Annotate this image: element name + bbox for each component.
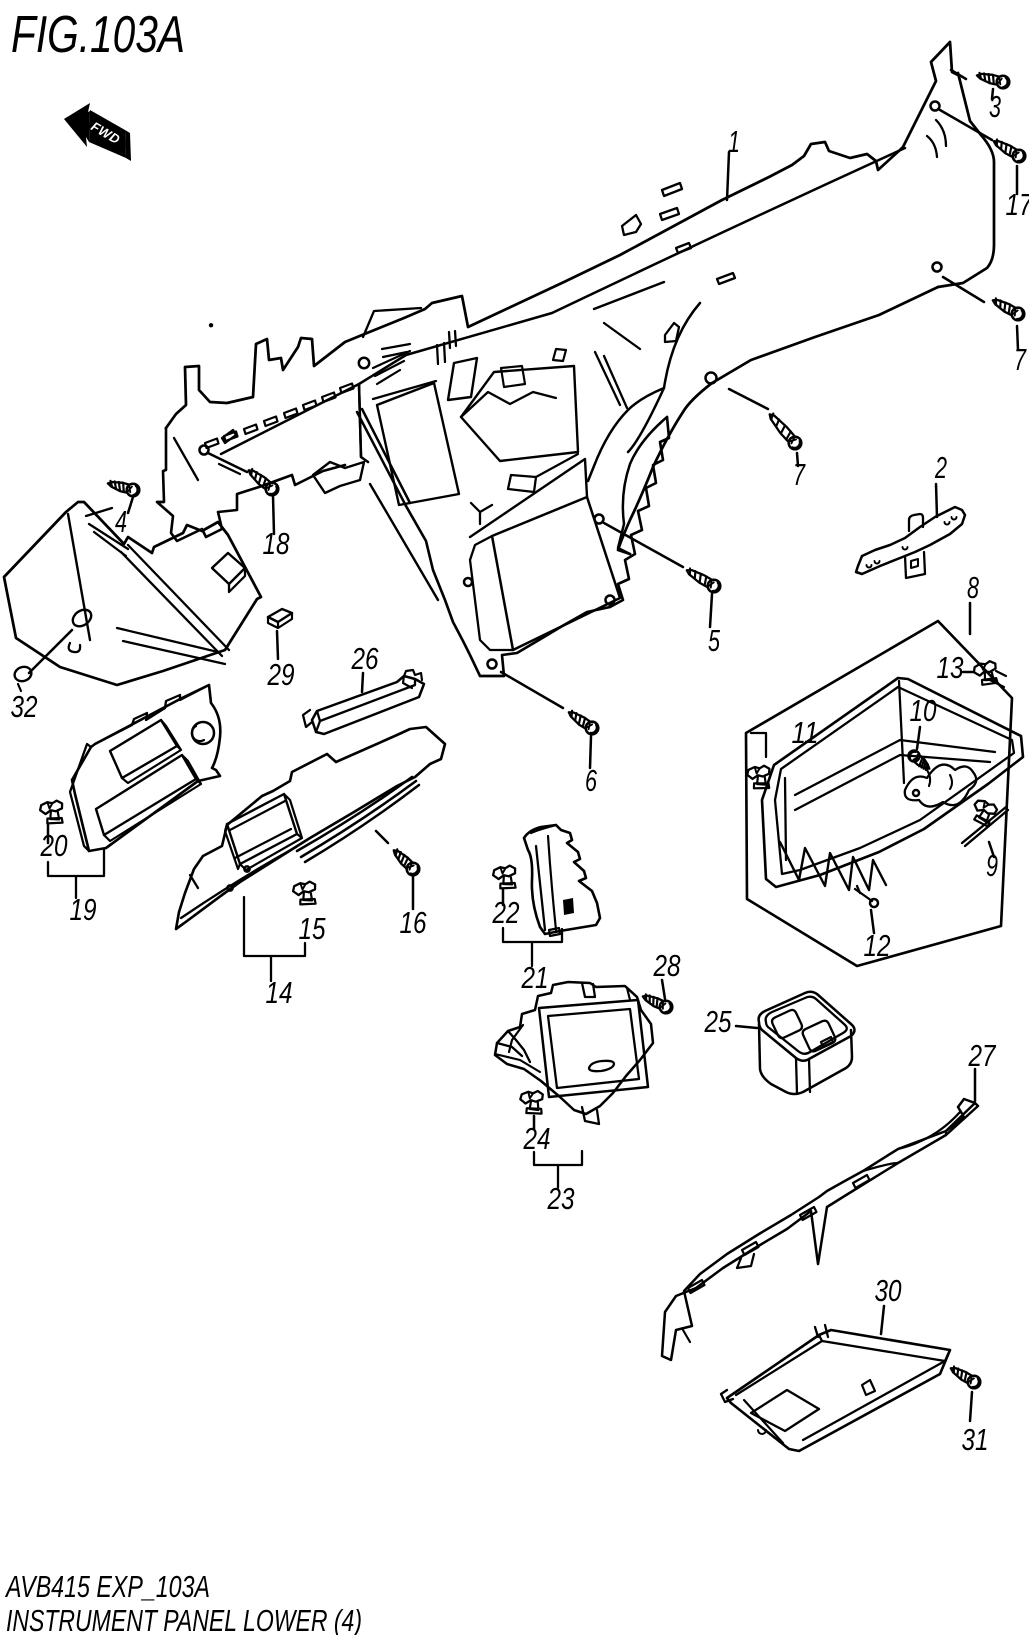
svg-text:7: 7 — [1014, 342, 1027, 377]
svg-text:22: 22 — [492, 895, 520, 930]
svg-text:14: 14 — [266, 975, 293, 1010]
svg-text:27: 27 — [968, 1038, 997, 1073]
svg-text:32: 32 — [11, 689, 38, 724]
svg-text:1: 1 — [728, 124, 740, 159]
svg-text:30: 30 — [875, 1273, 902, 1308]
svg-text:26: 26 — [351, 641, 379, 676]
svg-text:15: 15 — [299, 911, 327, 946]
svg-text:31: 31 — [962, 1422, 989, 1457]
svg-text:6: 6 — [585, 763, 598, 798]
svg-text:FIG.103A: FIG.103A — [11, 6, 185, 64]
svg-text:20: 20 — [40, 828, 68, 863]
svg-text:29: 29 — [267, 657, 295, 692]
svg-text:3: 3 — [989, 89, 1001, 124]
svg-text:10: 10 — [910, 693, 937, 728]
svg-text:24: 24 — [523, 1121, 551, 1156]
svg-text:13: 13 — [937, 650, 964, 685]
svg-text:5: 5 — [708, 623, 721, 658]
svg-text:23: 23 — [547, 1181, 575, 1216]
svg-text:8: 8 — [967, 570, 980, 605]
svg-text:AVB415 EXP_103A: AVB415 EXP_103A — [5, 1569, 210, 1604]
svg-text:18: 18 — [263, 526, 291, 561]
svg-text:17: 17 — [1006, 187, 1029, 222]
svg-text:11: 11 — [792, 715, 819, 750]
svg-text:9: 9 — [986, 848, 998, 883]
svg-text:7: 7 — [793, 457, 806, 492]
svg-text:21: 21 — [521, 960, 549, 995]
svg-text:4: 4 — [115, 504, 127, 539]
svg-text:28: 28 — [653, 948, 681, 983]
svg-text:2: 2 — [934, 450, 947, 485]
svg-text:INSTRUMENT PANEL LOWER (4): INSTRUMENT PANEL LOWER (4) — [6, 1603, 362, 1635]
svg-text:25: 25 — [704, 1004, 732, 1039]
svg-text:12: 12 — [864, 928, 891, 963]
svg-text:16: 16 — [400, 905, 428, 940]
svg-text:19: 19 — [70, 892, 97, 927]
